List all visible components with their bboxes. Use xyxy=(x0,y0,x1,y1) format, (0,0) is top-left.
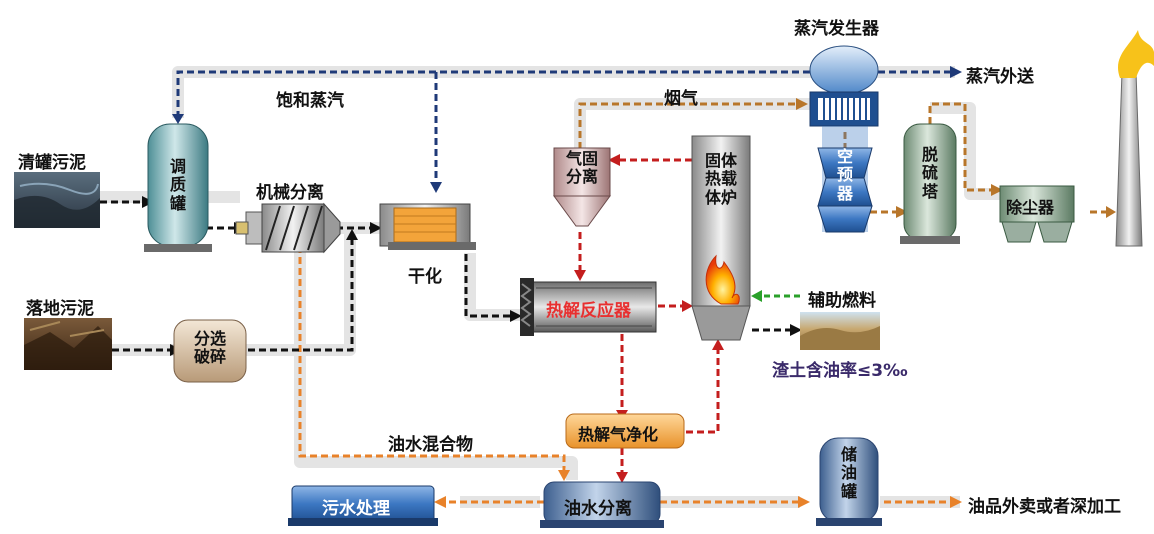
flue-arrowheads xyxy=(796,98,1116,218)
ground-sludge-label: 落地污泥 xyxy=(26,299,94,319)
steam-lines xyxy=(176,70,950,186)
gas-lines xyxy=(578,158,720,476)
chimney-icon xyxy=(1115,30,1154,247)
screw-conveyor-icon xyxy=(265,205,323,251)
flue-gas-label: 烟气 xyxy=(664,89,698,109)
pyrolysis-gas-cleaning xyxy=(565,413,685,449)
steam-generator-label: 蒸汽发生器 xyxy=(794,19,879,39)
pyrolysis-reactor-label: 热解反应器 xyxy=(546,301,631,321)
oil-storage-tank xyxy=(816,437,882,526)
steam-generator xyxy=(809,45,879,127)
mech-separation-label: 机械分离 xyxy=(256,183,324,203)
gas-cleaning-label: 热解气净化 xyxy=(578,425,659,444)
dust-collector xyxy=(999,185,1075,243)
oil-lines xyxy=(298,246,950,504)
tank-sludge-label: 清罐污泥 xyxy=(18,153,86,173)
oil-water-mix-label: 油水混合物 xyxy=(388,435,473,455)
dryer xyxy=(379,203,476,250)
oil-water-separator xyxy=(540,481,664,528)
screw-conveyor xyxy=(235,202,341,254)
oil-water-sep-label: 油水分离 xyxy=(564,499,632,519)
aux-fuel-line xyxy=(751,290,800,302)
wastewater-treatment xyxy=(288,485,438,526)
flame-icon xyxy=(705,254,740,305)
saturated-steam-label: 饱和蒸汽 xyxy=(276,91,344,111)
oil-arrowheads xyxy=(434,470,962,508)
residue-oil-label: 渣土含油率≤3‰ xyxy=(772,361,908,381)
air-preheater-label: 空 预 器 xyxy=(836,147,853,203)
sort-crush-label: 分选 破碎 xyxy=(193,329,226,367)
oil-tank-label: 储 油 罐 xyxy=(840,445,857,501)
ground-sludge-photo xyxy=(24,318,112,370)
residue-photo xyxy=(800,312,880,350)
heat-carrier-furnace xyxy=(691,135,751,341)
tank-sludge-photo xyxy=(14,172,100,228)
furnace-label: 固体 热载 体炉 xyxy=(704,151,737,207)
wastewater-label: 污水处理 xyxy=(322,499,390,519)
conditioning-tank xyxy=(144,123,212,252)
steam-out-label: 蒸汽外送 xyxy=(966,67,1034,87)
aux-fuel-label: 辅助燃料 xyxy=(808,291,876,311)
steam-arrowheads xyxy=(172,66,962,193)
air-preheater xyxy=(817,126,873,233)
pyrolysis-reactor xyxy=(520,278,657,336)
desulfurization-label: 脱 硫 塔 xyxy=(921,145,938,201)
desulfurization-tower xyxy=(900,123,960,244)
sort-crush-unit xyxy=(173,319,247,383)
conditioning-tank-label: 调 质 罐 xyxy=(169,157,186,213)
product-label: 油品外卖或者深加工 xyxy=(968,497,1121,517)
dust-collector-label: 除尘器 xyxy=(1006,198,1055,217)
gas-solid-separator xyxy=(553,147,611,227)
gas-solid-sep-label: 气固 分离 xyxy=(565,149,598,187)
sludge-lines xyxy=(100,200,792,352)
drying-label: 干化 xyxy=(408,267,442,287)
